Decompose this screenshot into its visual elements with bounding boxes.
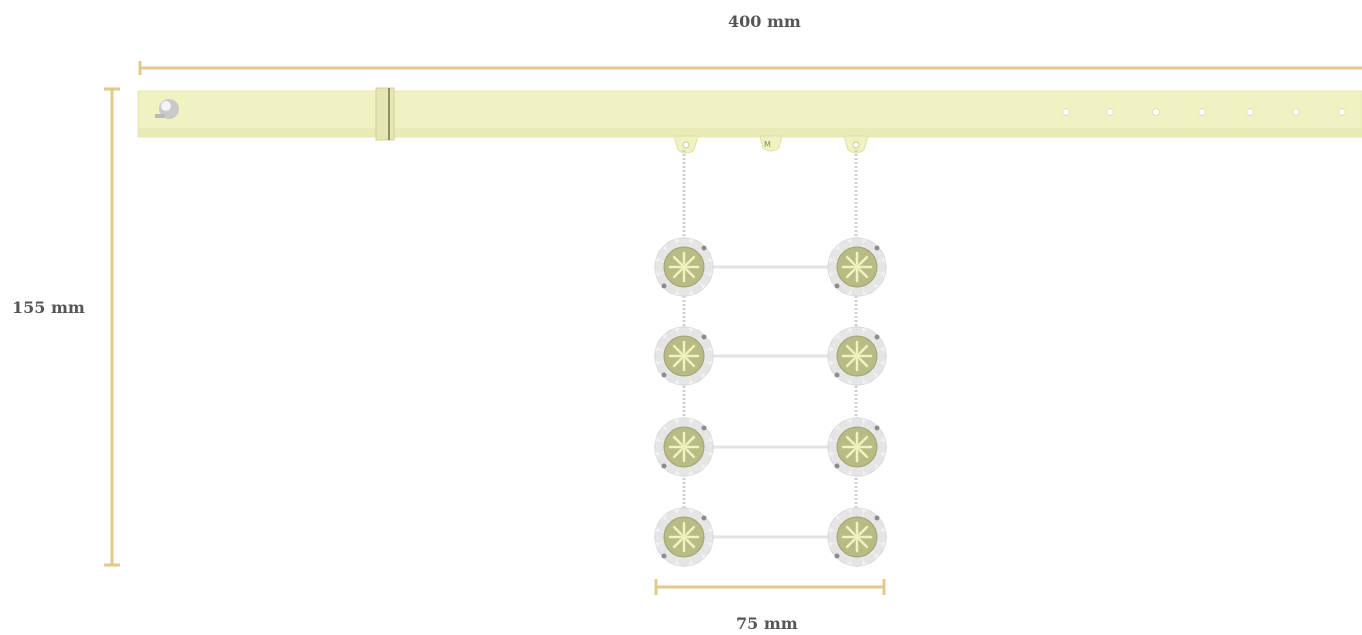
electrode-node bbox=[654, 417, 714, 477]
hanging-tabs: M bbox=[673, 135, 869, 154]
width-dimension-line bbox=[138, 61, 1362, 75]
electrode-node bbox=[827, 237, 887, 297]
electrode-node bbox=[654, 507, 714, 567]
height-dimension-label: 155 mm bbox=[12, 298, 85, 317]
belt-holes bbox=[1062, 108, 1346, 116]
electrode-node bbox=[827, 417, 887, 477]
electrode-node bbox=[827, 507, 887, 567]
spacing-dimension-label: 75 mm bbox=[736, 614, 798, 633]
svg-text:M: M bbox=[764, 140, 771, 149]
cross-links bbox=[712, 265, 828, 539]
electrode-node bbox=[654, 326, 714, 386]
node-grid bbox=[654, 237, 887, 567]
electrode-node bbox=[827, 326, 887, 386]
belt-strap bbox=[137, 90, 1362, 138]
spacing-dimension-line bbox=[654, 579, 886, 595]
belt-keeper-loop bbox=[375, 87, 395, 141]
buckle-pin bbox=[155, 99, 179, 119]
width-dimension-label: 400 mm bbox=[728, 12, 801, 31]
height-dimension-line bbox=[104, 87, 120, 567]
electrode-node bbox=[654, 237, 714, 297]
